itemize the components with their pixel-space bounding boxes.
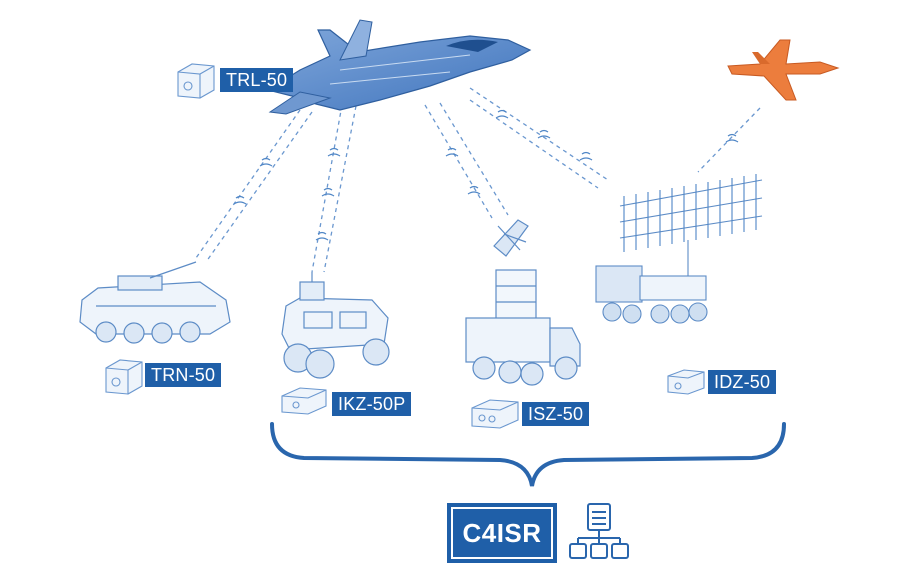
link-hostile-idz	[697, 107, 761, 173]
label-isz-50: ISZ-50	[522, 402, 590, 426]
antenna-array-truck-icon	[595, 174, 763, 324]
link-trl-idz-b	[469, 99, 599, 189]
link-trl-trn-a	[195, 109, 301, 259]
network-hierarchy-icon	[569, 503, 629, 559]
link-trl-isz-a	[424, 104, 493, 219]
c4isr-box-inner: C4ISR	[451, 507, 553, 559]
device-icon-trl	[177, 63, 215, 99]
c4isr-label: C4ISR	[462, 517, 542, 548]
label-trn-50: TRN-50	[145, 363, 222, 387]
fighter-jet-icon	[266, 19, 532, 115]
device-icon-trn	[105, 359, 143, 395]
link-trl-trn-b	[205, 111, 313, 263]
device-icon-idz	[667, 369, 705, 395]
wave-2	[233, 195, 247, 205]
link-trl-isz-b	[439, 102, 509, 216]
device-icon-isz	[471, 399, 519, 429]
radar-truck-icon	[465, 219, 581, 386]
grouping-bracket	[270, 422, 786, 487]
wave-3	[327, 147, 341, 157]
label-ikz-50p: IKZ-50P	[332, 392, 412, 416]
wave-6	[445, 147, 459, 157]
wave-1	[259, 157, 273, 167]
wave-7	[467, 185, 481, 195]
wave-5	[315, 231, 329, 241]
wave-4	[321, 187, 335, 197]
wave-9	[537, 129, 551, 139]
label-idz-50: IDZ-50	[708, 370, 777, 394]
wave-11	[725, 133, 739, 143]
c4isr-box: C4ISR	[447, 503, 557, 563]
datalink-lines	[195, 87, 761, 273]
hostile-jet-icon	[727, 39, 840, 101]
link-trl-idz-a	[469, 87, 609, 181]
label-trl-50: TRL-50	[220, 68, 294, 92]
armored-vehicle-icon	[79, 261, 231, 344]
mrap-vehicle-icon	[281, 272, 390, 379]
device-icon-ikz	[281, 387, 327, 415]
signal-waves	[233, 109, 739, 241]
wave-8	[495, 109, 509, 119]
wave-10	[579, 151, 593, 161]
